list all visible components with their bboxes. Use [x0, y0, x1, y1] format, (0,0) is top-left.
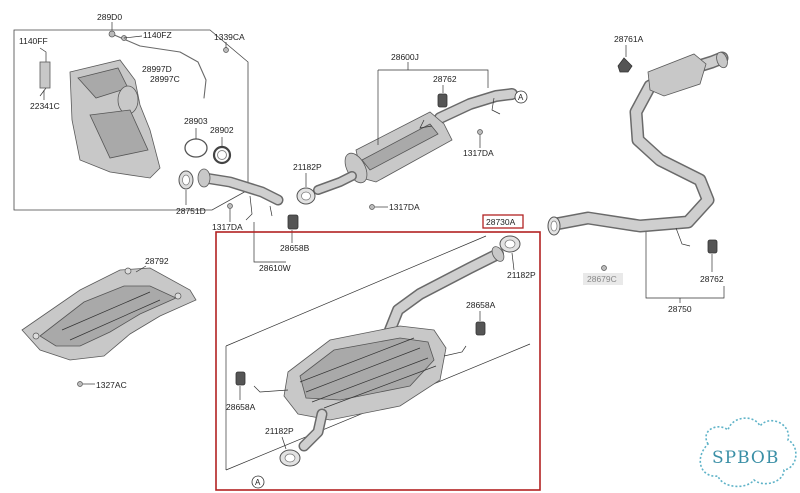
cloud-shape — [699, 417, 797, 488]
ref-a-top: A — [518, 93, 524, 102]
watermark-badge: SPBOB — [699, 417, 797, 488]
label-1140FF: 1140FF — [19, 36, 48, 46]
hanger-28762-top — [437, 93, 448, 108]
front-pipe-group: 28751D 1317DA 28658B 28610W — [176, 168, 310, 273]
label-28997D: 28997D — [142, 64, 172, 74]
label-21182P-top: 21182P — [293, 162, 322, 172]
nut-1317DA-left — [227, 203, 233, 209]
label-1327AC: 1327AC — [96, 380, 127, 390]
label-28610W: 28610W — [259, 263, 291, 273]
label-28902: 28902 — [210, 125, 234, 135]
label-28761A: 28761A — [614, 34, 644, 44]
hanger-28762-right — [707, 239, 718, 254]
ref-circle-a-bottom — [251, 475, 265, 489]
catalytic-converter-assembly-group: 289D0 1140FZ 1140FF 1339CA 28997D 28997C… — [13, 12, 249, 211]
hanger-28658A-bottom — [235, 371, 246, 386]
label-28762-top: 28762 — [433, 74, 457, 84]
ref-a-bottom: A — [255, 478, 261, 487]
highlight-label-28730A — [482, 214, 524, 229]
label-1317DA-left: 1317DA — [212, 222, 243, 232]
label-1317DA-mid: 1317DA — [463, 148, 494, 158]
label-28658B: 28658B — [280, 243, 310, 253]
label-21182P-right: 21182P — [507, 270, 536, 280]
label-22341C: 22341C — [30, 101, 60, 111]
watermark-text: SPBOB — [712, 448, 779, 468]
bolt-1327AC — [77, 381, 83, 387]
label-1317DA-center: 1317DA — [389, 202, 420, 212]
label-1339CA: 1339CA — [214, 32, 245, 42]
label-289D0: 289D0 — [97, 12, 122, 22]
heat-shield-group: 28792 1327AC — [21, 256, 197, 390]
label-28658A-bottom: 28658A — [226, 402, 256, 412]
hanger-28658B — [287, 214, 299, 230]
label-1140FZ: 1140FZ — [143, 30, 172, 40]
sensor-cable — [111, 33, 207, 99]
label-28751D: 28751D — [176, 206, 206, 216]
hanger-28658A-top — [475, 321, 486, 336]
converter-outlet — [117, 85, 139, 115]
label-21182P-bottom: 21182P — [265, 426, 294, 436]
label-28792: 28792 — [145, 256, 169, 266]
bracket-22341C — [39, 61, 51, 89]
nut-28679C — [601, 265, 607, 271]
clamp-28902 — [212, 145, 232, 165]
label-28750: 28750 — [668, 304, 692, 314]
center-dpf-group: A 28600J 28762 1317DA 21182P 1317DA — [293, 52, 528, 212]
label-28600J: 28600J — [391, 52, 419, 62]
highlight-box-28730A — [215, 231, 541, 491]
label-28679C-bg — [583, 273, 623, 285]
nut-1317DA-mid — [477, 129, 483, 135]
label-28679C: 28679C — [587, 274, 617, 284]
hanger-28761A — [617, 57, 633, 73]
rear-pipe-group: 28761A 28679C 28762 28750 — [547, 34, 729, 314]
nut-1317DA-center — [369, 204, 375, 210]
label-28997C: 28997C — [150, 74, 180, 84]
nut-1339CA — [223, 47, 229, 53]
gasket-28903 — [184, 138, 208, 158]
label-28730A: 28730A — [486, 217, 516, 227]
ref-circle-a-top — [514, 90, 528, 104]
label-28762-right: 28762 — [700, 274, 724, 284]
label-28903: 28903 — [184, 116, 208, 126]
label-28658A-top: 28658A — [466, 300, 496, 310]
rear-resonator — [647, 53, 707, 97]
muffler-highlight-group: 28730A A 21182P — [215, 214, 541, 491]
